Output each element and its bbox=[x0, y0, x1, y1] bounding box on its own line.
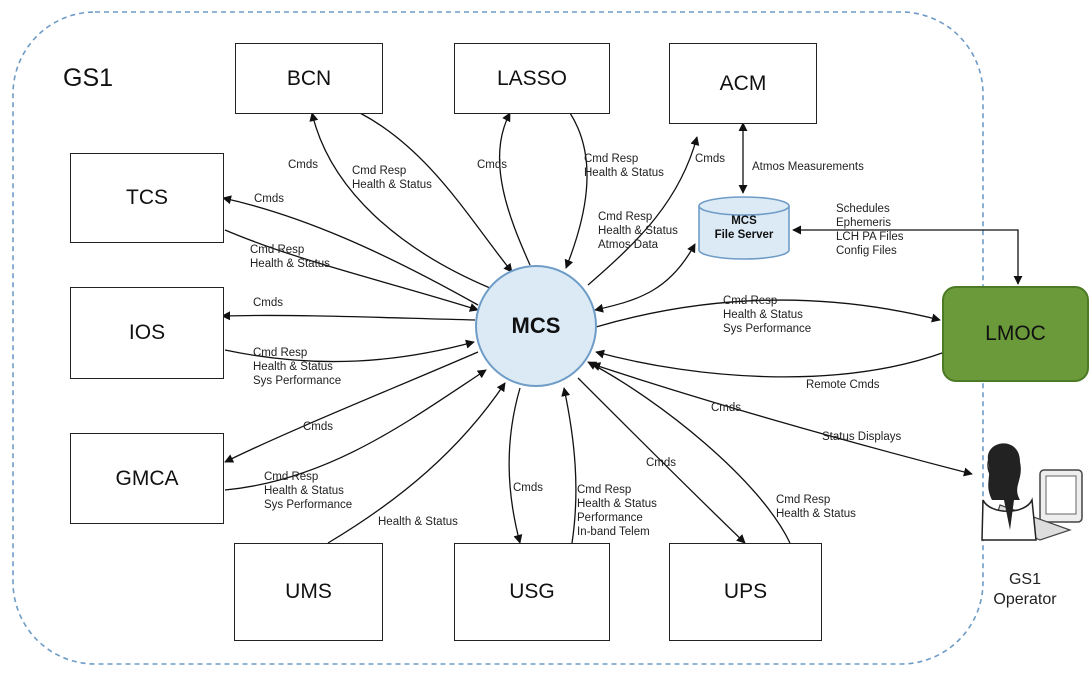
label-gmca-resp: Cmd Resp Health & Status Sys Performance bbox=[264, 471, 353, 511]
label-tcs-cmds: Cmds bbox=[254, 193, 285, 205]
operator-label: GS1 Operator bbox=[993, 571, 1057, 608]
node-ums: UMS bbox=[234, 543, 383, 641]
label-usg-cmds: Cmds bbox=[513, 482, 544, 494]
label-acm-resp: Cmd Resp Health & Status Atmos Data bbox=[598, 211, 678, 251]
label-gmca-cmds: Cmds bbox=[303, 421, 334, 433]
label-ups-cmds: Cmds bbox=[646, 457, 677, 469]
arrow-fs-lmoc bbox=[792, 225, 1023, 285]
file-server-label: MCS File Server bbox=[714, 215, 774, 241]
label-fs-files: Schedules Ephemeris LCH PA Files Config … bbox=[836, 203, 904, 257]
arrow-ios-mcs-resp bbox=[224, 339, 475, 363]
arrow-mcs-tcs-cmds bbox=[222, 195, 479, 306]
arrow-lasso-mcs-resp bbox=[564, 112, 588, 269]
node-lasso: LASSO bbox=[454, 43, 610, 114]
operator-icon bbox=[981, 443, 1083, 541]
label-bcn-cmds: Cmds bbox=[288, 159, 319, 171]
arrow-fs-mcs bbox=[594, 243, 696, 313]
label-ums-hs: Health & Status bbox=[378, 516, 458, 528]
label-acm-cmds: Cmds bbox=[695, 153, 726, 165]
arrow-mcs-usg-cmds bbox=[508, 387, 523, 544]
arrow-mcs-bcn-cmds bbox=[309, 112, 491, 289]
arrow-mcs-lmoc-resp bbox=[595, 299, 941, 328]
node-ups: UPS bbox=[669, 543, 822, 641]
arrow-tcs-mcs-resp bbox=[224, 229, 479, 312]
mcs-hub: MCS bbox=[475, 265, 597, 387]
arrow-operator-mcs bbox=[591, 362, 973, 477]
label-lasso-resp: Cmd Resp Health & Status bbox=[584, 153, 664, 179]
label-lasso-cmds: Cmds bbox=[477, 159, 508, 171]
region-label: GS1 bbox=[63, 64, 114, 92]
label-atmos: Atmos Measurements bbox=[752, 161, 864, 173]
label-lmoc-remote: Remote Cmds bbox=[806, 379, 880, 391]
node-bcn: BCN bbox=[235, 43, 383, 114]
label-ios-cmds: Cmds bbox=[253, 297, 284, 309]
gs1-boundary bbox=[12, 11, 984, 665]
arrow-mcs-lasso-cmds bbox=[498, 112, 531, 266]
label-ios-resp: Cmd Resp Health & Status Sys Performance bbox=[253, 347, 342, 387]
label-bcn-resp: Cmd Resp Health & Status bbox=[352, 165, 432, 191]
node-lmoc: LMOC bbox=[942, 286, 1089, 382]
arrow-gmca-mcs-resp bbox=[224, 369, 487, 491]
label-op-status: Status Displays bbox=[822, 431, 902, 443]
label-ups-resp: Cmd Resp Health & Status bbox=[776, 494, 856, 520]
arrow-mcs-gmca-cmds bbox=[224, 351, 479, 463]
file-server-cylinder bbox=[698, 196, 790, 260]
node-gmca: GMCA bbox=[70, 433, 224, 524]
arrow-bcn-mcs-resp bbox=[359, 112, 513, 273]
node-tcs: TCS bbox=[70, 153, 224, 243]
node-ios: IOS bbox=[70, 287, 224, 379]
label-lmoc-resp: Cmd Resp Health & Status Sys Performance bbox=[723, 295, 812, 335]
node-usg: USG bbox=[454, 543, 610, 641]
arrow-ums-mcs-hs bbox=[327, 382, 506, 544]
label-usg-resp: Cmd Resp Health & Status Performance In-… bbox=[577, 484, 657, 538]
arrow-usg-mcs-resp bbox=[561, 387, 577, 544]
node-acm: ACM bbox=[669, 43, 817, 124]
label-op-cmds: Cmds bbox=[711, 402, 742, 414]
label-tcs-resp: Cmd Resp Health & Status bbox=[250, 244, 330, 270]
arrow-mcs-ios-cmds bbox=[221, 311, 476, 321]
arrow-lmoc-mcs-remote bbox=[595, 349, 946, 378]
